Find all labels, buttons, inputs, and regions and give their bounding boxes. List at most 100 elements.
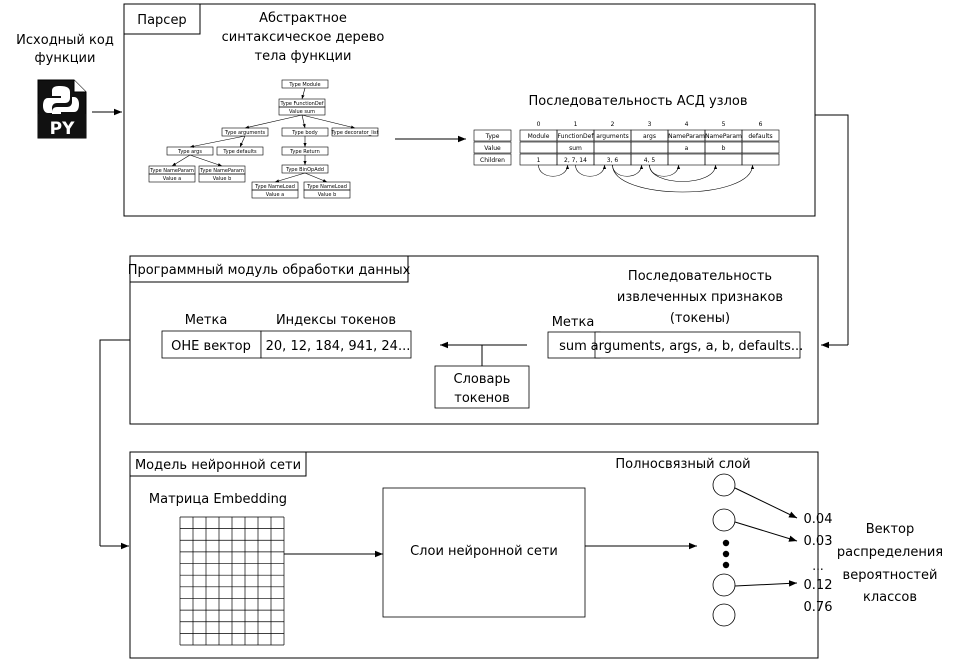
dense-layer-title: Полносвязный слой — [615, 457, 750, 472]
model-panel: Модель нейронной сети Матрица Embedding … — [129, 451, 819, 659]
label-header-right: Метка — [552, 315, 595, 330]
seq-row-header-box — [473, 141, 512, 154]
seq-cell-value: b — [722, 145, 726, 152]
neuron2-output-arrow — [734, 521, 798, 542]
ast-edge — [301, 87, 306, 100]
indices-header: Индексы токенов — [276, 313, 396, 328]
ast-node-type: Type arguments — [224, 130, 266, 136]
ast-node-type-box — [281, 164, 329, 174]
label-cell-left — [161, 330, 262, 359]
ast-edge — [274, 172, 306, 183]
tokens-seq-title-line3: (токены) — [670, 311, 730, 326]
ast-node-type-box — [331, 127, 379, 137]
ast-node-value: Value b — [318, 192, 337, 198]
ast-title-line1: Абстрактное — [259, 11, 347, 26]
ast-node-type: Type NameLoad — [254, 184, 295, 190]
seq-row-header-box — [473, 129, 512, 142]
vocab-label-line2: токенов — [454, 391, 510, 406]
ast-node: Type BinOpAdd — [281, 164, 329, 174]
seq-cell-children: 3, 6 — [607, 157, 619, 164]
ast-node-value: Value b — [213, 176, 232, 182]
ast-node-value-box — [303, 189, 351, 199]
nn-layers-label: Слои нейронной сети — [410, 544, 558, 559]
ast-node-type: Type decorator_list — [330, 130, 378, 136]
ast-node: Type arguments — [221, 127, 269, 137]
ast-edge — [189, 135, 246, 148]
parser-to-processing-line — [815, 114, 849, 345]
ast-node-type: Type NameParam — [149, 168, 194, 174]
ast-edge — [171, 154, 191, 167]
ast-node-value-box — [148, 173, 196, 183]
ast-node-type: Type body — [291, 130, 317, 136]
ast-node-type: Type BinOpAdd — [285, 167, 324, 173]
ast-node-type-box — [281, 127, 329, 137]
seq-cell-children: 2, 7, 14 — [564, 157, 587, 164]
seq-cell-type: defaults — [748, 133, 772, 140]
ast-node-value-box — [198, 173, 246, 183]
tokens-seq-title-line2: извлеченных признаков — [617, 290, 783, 305]
label-value-right: sum — [559, 339, 587, 354]
seq-col-index: 2 — [611, 121, 615, 128]
ast-title-line2: синтаксическое дерево — [222, 30, 385, 45]
seq-cell-children: 4, 5 — [644, 157, 656, 164]
class-vector-label: Вектор распределения вероятностей классо… — [837, 522, 943, 605]
source-code-block: Исходный код функции PY — [16, 33, 122, 139]
ast-edge — [239, 135, 246, 148]
seq-child-link — [612, 164, 755, 193]
seq-cell-box — [741, 141, 780, 154]
label-value-left: OHE вектор — [171, 339, 251, 354]
ast-node-value-box — [251, 189, 299, 199]
ast-node-type-box — [281, 79, 329, 89]
label-header-left: Метка — [185, 313, 228, 328]
neuron-3 — [712, 573, 736, 597]
ast-node-type-box — [221, 127, 269, 137]
embedding-matrix — [179, 516, 285, 646]
processing-to-model-line — [99, 339, 130, 546]
ast-edge — [244, 114, 303, 129]
processing-panel: Программный модуль обработки данных Посл… — [128, 255, 819, 425]
model-title: Модель нейронной сети — [135, 458, 301, 473]
ast-node-type: Type NameLoad — [306, 184, 347, 190]
python-file-badge: PY — [50, 119, 75, 139]
ast-edge — [301, 114, 306, 129]
processing-title: Программный модуль обработки данных — [128, 263, 411, 278]
seq-cell-type: Module — [528, 133, 550, 140]
python-file-icon: PY — [37, 79, 87, 139]
ast-node-value-box — [278, 106, 326, 116]
seq-cell-type: FunctionDef — [558, 133, 595, 140]
ast-node: Type decorator_list — [330, 127, 379, 137]
vector-label-line3: вероятностей — [843, 568, 938, 583]
seq-child-link — [649, 164, 718, 182]
output-values: 0.04 0.03 ... 0.12 0.76 — [804, 512, 833, 615]
seq-row-header-box — [473, 153, 512, 166]
seq-cell-value: a — [685, 145, 689, 152]
seq-cell-type: NameParam — [705, 133, 742, 140]
ast-node-type-box — [281, 146, 329, 156]
ast-node-value: Value sum — [289, 109, 315, 115]
seq-col-index: 5 — [722, 121, 726, 128]
nn-layers-box — [382, 487, 586, 618]
seq-col-index: 4 — [685, 121, 689, 128]
ast-node-type: Type Module — [288, 82, 320, 88]
source-label-line2: функции — [35, 51, 96, 66]
ast-edge — [301, 114, 356, 129]
ast-node: Type Return — [281, 146, 329, 156]
tokens-seq-title-line1: Последовательность — [628, 269, 772, 284]
embedding-title: Матрица Embedding — [149, 492, 287, 507]
neuron-ellipsis-dot-1 — [722, 539, 730, 547]
seq-cell-type: NameParam — [668, 133, 705, 140]
neuron-ellipsis-dot-2 — [722, 550, 730, 558]
ast-node-value: Value a — [266, 192, 284, 198]
parser-title: Парсер — [137, 13, 186, 28]
model-title-box — [129, 451, 307, 477]
seq-cell-children: 1 — [537, 157, 541, 164]
seq-row-header: Children — [480, 157, 505, 164]
ast-node-type: Type args — [177, 149, 202, 155]
seq-row-header: Value — [484, 145, 501, 152]
ast-title-line3: тела функции — [255, 49, 352, 64]
seq-col-index: 6 — [759, 121, 763, 128]
parser-panel: Парсер Абстрактное синтаксическое дерево… — [123, 3, 816, 217]
